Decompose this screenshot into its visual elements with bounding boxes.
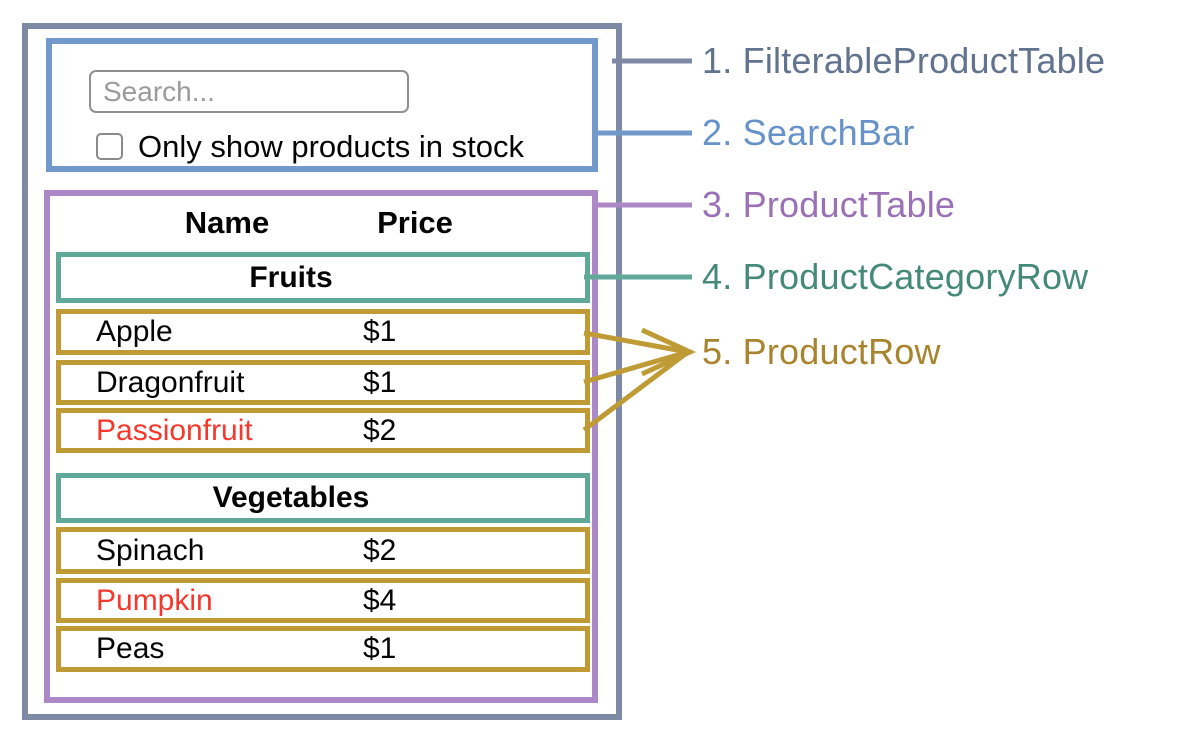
column-header-price: Price (377, 205, 453, 240)
product-table-box: Name Price Fruits Apple $1 Dragonfruit $… (44, 190, 598, 703)
category-row-vegetables: Vegetables (56, 473, 590, 523)
product-row-dragonfruit: Dragonfruit $1 (56, 360, 590, 405)
product-row-peas: Peas $1 (56, 626, 590, 672)
product-price: $4 (363, 583, 397, 617)
product-price: $1 (363, 315, 397, 348)
product-name: Pumpkin (96, 583, 213, 617)
stock-checkbox[interactable] (96, 133, 123, 160)
legend-product-table: 3. ProductTable (702, 184, 956, 225)
legend-product-row: 5. ProductRow (702, 331, 941, 372)
search-input[interactable] (89, 70, 409, 113)
product-row-apple: Apple $1 (56, 309, 590, 355)
category-row-fruits: Fruits (56, 252, 590, 303)
product-row-passionfruit: Passionfruit $2 (56, 408, 590, 453)
product-name: Spinach (96, 533, 205, 567)
legend-filterable-product-table: 1. FilterableProductTable (702, 40, 1106, 81)
product-price: $2 (363, 413, 397, 447)
arrowhead-icon (640, 327, 697, 377)
product-name: Apple (96, 315, 173, 348)
category-label: Fruits (249, 260, 333, 294)
product-price: $1 (363, 365, 397, 399)
product-row-pumpkin: Pumpkin $4 (56, 578, 590, 623)
product-name: Dragonfruit (96, 365, 245, 399)
product-price: $2 (363, 533, 397, 567)
product-name: Peas (96, 632, 165, 665)
column-header-name: Name (184, 205, 270, 240)
category-label: Vegetables (212, 481, 370, 514)
legend-product-category-row: 4. ProductCategoryRow (702, 256, 1089, 297)
product-row-spinach: Spinach $2 (56, 527, 590, 574)
product-name: Passionfruit (96, 413, 253, 447)
product-price: $1 (363, 632, 397, 665)
legend-search-bar: 2. SearchBar (702, 112, 915, 153)
stock-checkbox-label: Only show products in stock (138, 129, 524, 164)
search-bar-box: Only show products in stock (46, 38, 598, 172)
